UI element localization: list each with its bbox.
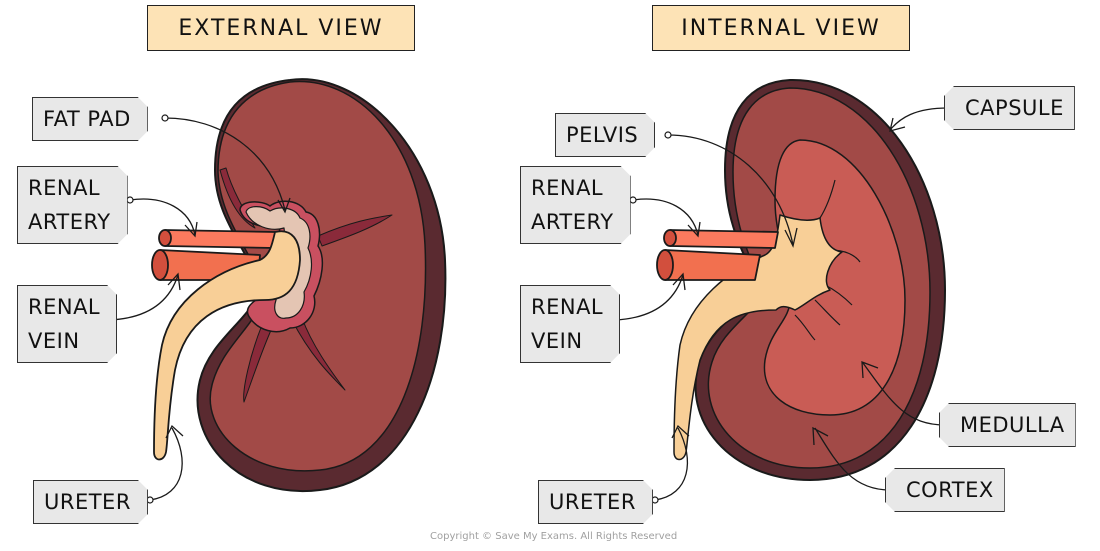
leader-pelvis	[667, 134, 798, 248]
internal-kidney	[673, 78, 946, 481]
label-text: URETER	[549, 490, 636, 514]
internal-renal-artery	[669, 229, 779, 249]
label-text: RENAL	[28, 176, 101, 200]
label-ext-ureter: URETER	[33, 480, 148, 524]
label-text: MEDULLA	[960, 413, 1065, 437]
label-int-renal-vein: RENAL VEIN	[520, 285, 620, 363]
label-text: CAPSULE	[965, 96, 1064, 120]
label-medulla: MEDULLA	[939, 403, 1076, 447]
external-vein-opening	[151, 249, 169, 281]
leader-fat-pad	[164, 117, 291, 214]
medulla-line	[814, 299, 841, 326]
internal-vein-opening	[656, 249, 674, 281]
leader-lines	[109, 107, 949, 501]
external-vessels	[151, 229, 301, 461]
leader-int-ureter	[654, 424, 690, 501]
external-vessel-lower-right	[291, 317, 346, 391]
label-text: URETER	[44, 490, 131, 514]
label-ext-renal-artery: RENAL ARTERY	[17, 166, 128, 244]
label-capsule: CAPSULE	[944, 86, 1075, 130]
external-ureter	[153, 230, 301, 461]
label-cortex: CORTEX	[885, 468, 1005, 512]
label-text: RENAL	[28, 295, 101, 319]
external-vessel-lower-left	[243, 324, 273, 403]
leader-capsule	[889, 107, 949, 132]
external-vessel-top-left	[219, 167, 256, 229]
medulla-line	[794, 314, 816, 341]
leader-cortex	[812, 426, 891, 491]
medulla-line	[819, 179, 836, 219]
label-int-renal-artery: RENAL ARTERY	[520, 166, 631, 244]
medulla	[763, 139, 906, 416]
label-text: ARTERY	[531, 210, 614, 234]
label-text: VEIN	[28, 329, 80, 353]
leader-ext-artery	[129, 198, 198, 238]
external-renal-artery	[164, 229, 276, 249]
internal-renal-vein	[664, 249, 761, 281]
copyright-notice: Copyright © Save My Exams. All Rights Re…	[430, 531, 678, 542]
label-text: VEIN	[531, 329, 583, 353]
renal-pelvis	[673, 214, 843, 461]
external-vessel-upper	[317, 214, 393, 247]
leader-medulla	[861, 361, 946, 426]
label-fat-pad: FAT PAD	[32, 97, 148, 141]
label-text: RENAL	[531, 176, 604, 200]
external-artery-opening	[158, 229, 172, 247]
label-text: ARTERY	[28, 210, 111, 234]
internal-vessels	[656, 229, 779, 281]
label-ext-renal-vein: RENAL VEIN	[17, 285, 117, 363]
label-pelvis: PELVIS	[555, 113, 655, 157]
external-view-title: EXTERNAL VIEW	[147, 5, 415, 51]
internal-view-title: INTERNAL VIEW	[652, 5, 910, 51]
label-text: CORTEX	[906, 478, 994, 502]
label-text: FAT PAD	[43, 107, 131, 131]
leader-ext-ureter	[149, 424, 184, 501]
leader-int-artery	[632, 198, 701, 238]
label-text: PELVIS	[566, 123, 639, 147]
internal-artery-opening	[663, 229, 677, 247]
leader-int-vein	[614, 272, 686, 321]
label-int-ureter: URETER	[538, 480, 653, 524]
label-text: RENAL	[531, 295, 604, 319]
leader-ext-vein	[109, 272, 181, 321]
